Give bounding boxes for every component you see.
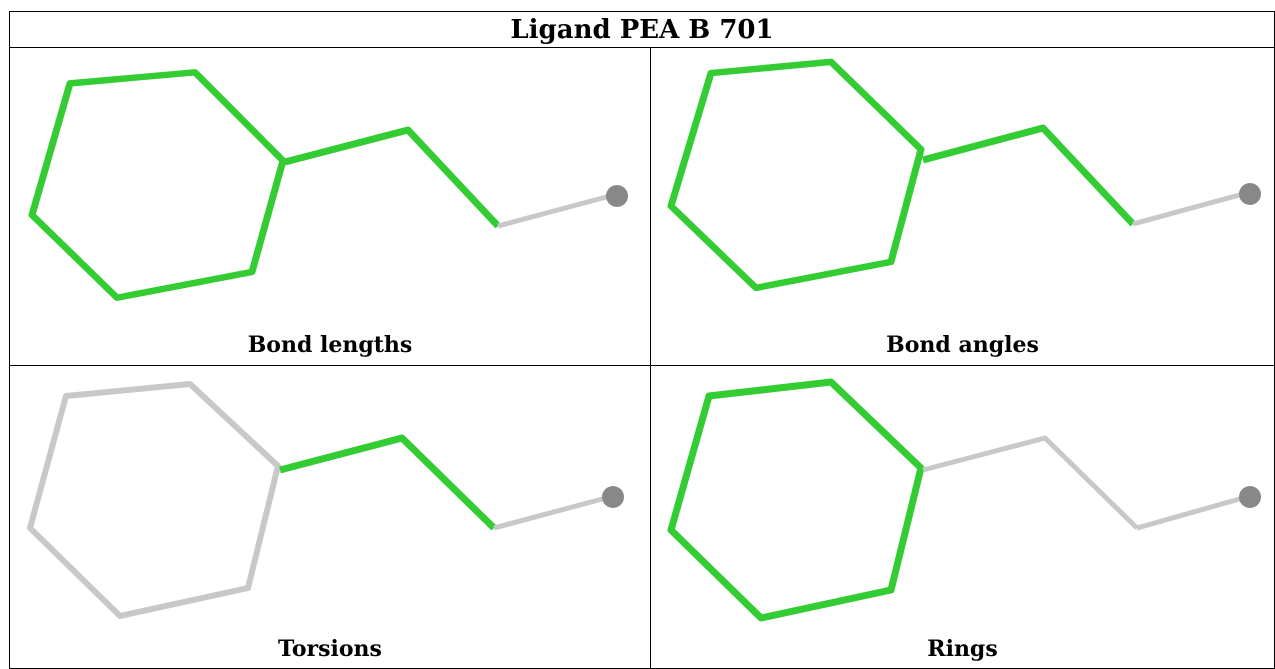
benzene-ring [667,58,925,292]
terminal-bond [497,193,611,229]
nitrogen-atom [602,486,624,508]
panel-bond-angles: Bond angles [650,48,1274,366]
panel-caption: Torsions [278,636,382,662]
molecule-diagram-rings [667,378,1261,622]
ethyl-chain [284,126,501,229]
nitrogen-atom [606,185,628,207]
panel-rings: Rings [650,366,1274,668]
benzene-ring [27,381,281,619]
panel-bond-lengths: Bond lengths [10,48,650,366]
ligand-validation-table: Ligand PEA B 701 Bond lengths Bond angle… [9,11,1275,669]
benzene-ring [28,69,287,301]
molecule-diagram-bond-lengths [28,69,628,301]
nitrogen-atom [1239,486,1261,508]
panel-torsions: Torsions [10,366,650,668]
terminal-bond [1132,191,1244,227]
ethyl-chain [922,124,1136,227]
molecule-diagram-torsions [27,381,624,619]
panel-caption: Rings [927,636,998,662]
nitrogen-atom [1239,183,1261,205]
ethyl-chain [922,435,1139,530]
molecule-diagram-bond-angles [667,58,1261,292]
ethyl-chain [279,434,497,531]
benzene-ring [667,378,925,622]
table-title: Ligand PEA B 701 [10,12,1274,48]
panel-caption: Bond lengths [247,332,413,358]
panel-caption: Bond angles [886,332,1039,358]
terminal-bond [493,495,607,531]
terminal-bond [1136,495,1244,531]
